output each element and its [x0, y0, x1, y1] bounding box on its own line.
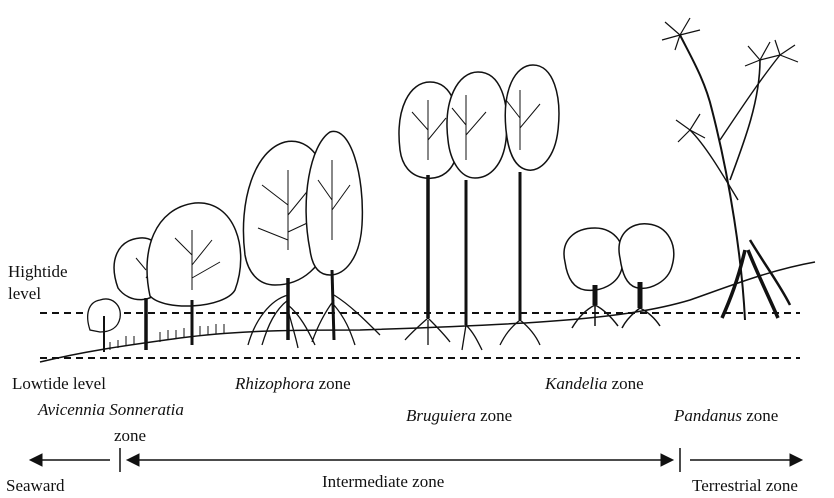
hightide-label-line1: Hightide: [8, 262, 68, 282]
pandanus-genus: Pandanus: [674, 406, 742, 425]
lowtide-label: Lowtide level: [12, 374, 106, 394]
pandanus-zone-word: zone: [746, 406, 778, 425]
seaward-arrow: [30, 454, 110, 466]
sonneratia-tree-large: [147, 203, 241, 345]
avicennia-zone-word: zone: [114, 426, 146, 446]
bruguiera-tree-3: [500, 65, 559, 345]
intermediate-arrow: [127, 454, 673, 466]
kandelia-genus: Kandelia: [545, 374, 607, 393]
rhizophora-genus: Rhizophora: [235, 374, 314, 393]
seaward-label: Seaward: [6, 476, 65, 496]
terrestrial-zone-label: Terrestrial zone: [692, 476, 798, 496]
pandanus-zone-label: Pandanus zone: [674, 406, 778, 426]
avicennia-sonneratia-zone-label: Avicennia Sonneratia: [38, 400, 184, 420]
bruguiera-zone-label: Bruguiera zone: [406, 406, 512, 426]
bruguiera-tree-2: [447, 72, 507, 350]
terrestrial-arrow: [690, 454, 802, 466]
avicennia-seedling: [88, 299, 121, 352]
hightide-label-line2: level: [8, 284, 41, 304]
rhizophora-zone-label: Rhizophora zone: [235, 374, 351, 394]
pandanus-tree: [662, 18, 798, 320]
bruguiera-zone-word: zone: [480, 406, 512, 425]
kandelia-zone-word: zone: [612, 374, 644, 393]
rhizophora-zone-word: zone: [319, 374, 351, 393]
bruguiera-genus: Bruguiera: [406, 406, 476, 425]
avicennia-genus: Avicennia: [38, 400, 105, 419]
sonneratia-genus: Sonneratia: [109, 400, 184, 419]
kandelia-zone-label: Kandelia zone: [545, 374, 644, 394]
intermediate-zone-label: Intermediate zone: [322, 472, 444, 492]
